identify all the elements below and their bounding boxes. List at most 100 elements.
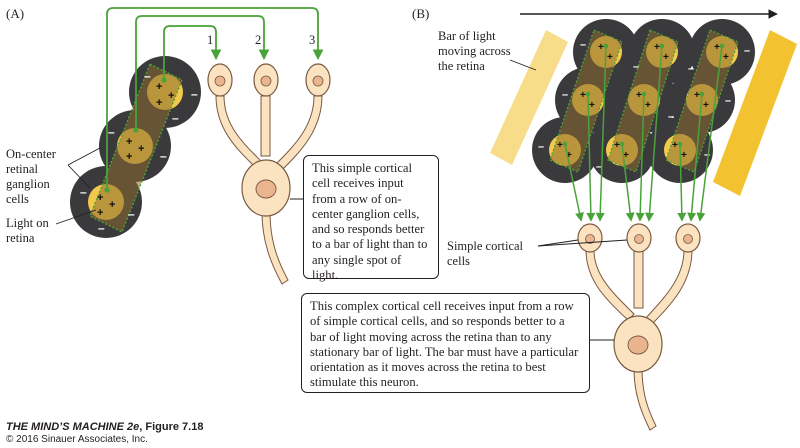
minus-sign: – (160, 149, 167, 163)
nucleus (214, 75, 226, 87)
leader-on-center-1 (67, 147, 101, 166)
plus-sign: + (126, 136, 132, 148)
light-bar-left (490, 30, 568, 165)
plus-sign: + (714, 42, 720, 53)
plus-sign: + (138, 143, 144, 155)
dendrite (215, 95, 263, 169)
plus-sign: + (156, 97, 162, 109)
plus-sign: + (654, 42, 660, 53)
minus-sign: – (562, 89, 568, 101)
plus-sign: + (614, 140, 620, 151)
panel-b-label: (B) (412, 6, 429, 21)
axon (645, 45, 663, 222)
minus-sign: – (725, 95, 731, 107)
axon (696, 45, 723, 222)
plus-sign: + (672, 140, 678, 151)
minus-sign: – (688, 63, 694, 75)
plus-sign: + (557, 140, 563, 151)
axon (595, 45, 607, 222)
neuron-number-1: 1 (207, 33, 213, 47)
plus-sign: + (636, 90, 642, 101)
leader-on-center-2 (67, 164, 91, 189)
nucleus (255, 179, 277, 199)
label-light-on-retina: Light on retina (6, 216, 52, 245)
minus-sign: – (633, 61, 639, 73)
plus-signs-a: + + + + + + + + + (97, 81, 174, 219)
axon-to-cell-2 (135, 15, 270, 130)
minus-signs-b: – – – – – – – – – – (538, 39, 750, 173)
plus-sign: + (607, 52, 613, 63)
axon-to-cell-1 (163, 25, 222, 80)
plus-sign: + (723, 52, 729, 63)
minus-sign: – (108, 125, 115, 139)
label-bar-of-light: Bar of light moving across the retina (438, 29, 514, 73)
plus-sign: + (589, 100, 595, 111)
minus-signs-a: – – – – – – – – (80, 69, 198, 235)
plus-signs-b: + + + + + + + + + + + + + + + + + + (557, 42, 729, 161)
book-title: THE MIND’S MACHINE 2e (6, 421, 140, 433)
axon (687, 93, 703, 222)
minus-sign: – (538, 141, 544, 153)
plus-sign: + (109, 199, 115, 211)
leader-simple-cells-1 (537, 239, 579, 247)
axon (564, 143, 584, 222)
axon (261, 211, 289, 285)
minus-sign: – (191, 87, 198, 101)
plus-sign: + (645, 100, 651, 111)
minus-sign: – (80, 185, 87, 199)
axon (586, 93, 596, 222)
plus-sign: + (663, 52, 669, 63)
nucleus (585, 234, 595, 244)
neuron-number-3: 3 (309, 33, 315, 47)
axon-to-cell-3 (106, 7, 324, 190)
plus-sign: + (566, 150, 572, 161)
axon (635, 93, 645, 222)
minus-sign: – (172, 111, 179, 125)
light-bar-overlay-b1 (549, 29, 623, 173)
plus-sign: + (681, 150, 687, 161)
panel-a-label: (A) (6, 6, 24, 21)
minus-sign: – (704, 149, 710, 161)
label-on-center-cells: On-center retinal ganglion cells (6, 147, 59, 206)
minus-sign: – (668, 111, 674, 123)
figure-credit: THE MIND’S MACHINE 2e, Figure 7.18 (6, 421, 203, 433)
label-simple-cortical-cells: Simple cortical cells (447, 239, 526, 268)
plus-sign: + (623, 150, 629, 161)
plus-sign: + (97, 207, 103, 219)
plus-sign: + (703, 100, 709, 111)
plus-sign: + (598, 42, 604, 53)
leader-simple-cells-2 (537, 239, 628, 247)
axon (585, 249, 635, 321)
leader-bar-of-light (509, 59, 537, 71)
minus-sign: – (596, 161, 602, 173)
figure-number: , Figure 7.18 (139, 421, 204, 433)
complex-cortical-network-b (577, 223, 701, 431)
axon (645, 249, 693, 325)
copyright: © 2016 Sinauer Associates, Inc. (6, 434, 148, 445)
nucleus (683, 234, 693, 244)
light-bar-right (713, 30, 797, 196)
neuron-number-2: 2 (255, 33, 261, 47)
nucleus (627, 335, 649, 355)
minus-sign: – (744, 45, 750, 57)
leader-light-on-retina (55, 209, 97, 225)
dendrite (260, 95, 271, 157)
axon (621, 143, 635, 222)
plus-sign: + (126, 151, 132, 163)
minus-sign: – (580, 39, 586, 51)
nucleus (260, 75, 272, 87)
axon (633, 249, 644, 309)
nucleus (312, 75, 324, 87)
plus-sign: + (156, 81, 162, 93)
ganglion-axons-b (562, 43, 725, 222)
callout-complex-cell: This complex cortical cell receives inpu… (301, 293, 590, 393)
ganglion-axons-a (104, 7, 324, 193)
light-bar-overlay-a (89, 63, 183, 233)
plus-sign: + (97, 192, 103, 204)
plus-sign: + (168, 90, 174, 102)
callout-simple-cell: This simple cortical cell receives input… (303, 155, 439, 282)
plus-sign: + (580, 90, 586, 101)
plus-sign: + (694, 90, 700, 101)
nucleus (634, 234, 644, 244)
